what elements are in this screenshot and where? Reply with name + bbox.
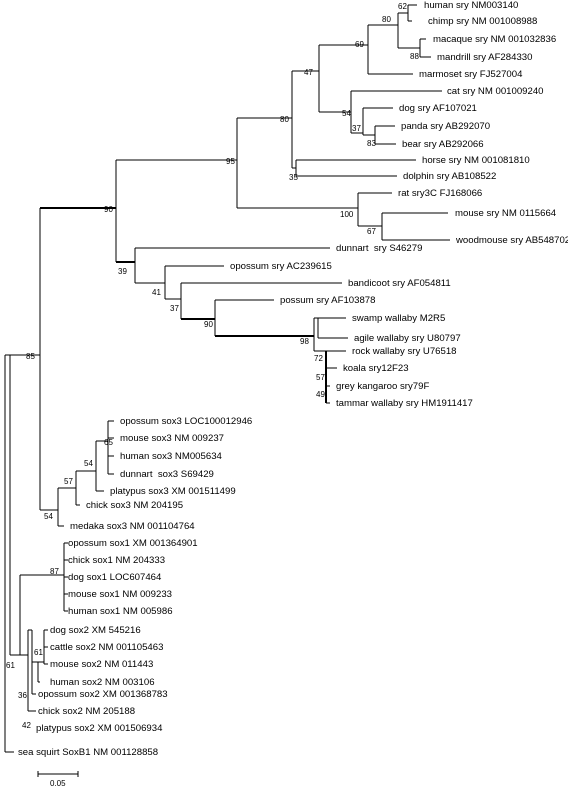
taxon-label-grey-kangaroo: grey kangaroo sry79F bbox=[336, 381, 429, 392]
support-value: 35 bbox=[289, 173, 298, 182]
taxon-label-dog-sox1: dog sox1 LOC607464 bbox=[68, 572, 162, 583]
taxon-label-medaka-sox3: medaka sox3 NM 001104764 bbox=[70, 521, 195, 532]
taxon-label-horse-sry: horse sry NM 001081810 bbox=[422, 155, 530, 166]
support-value: 49 bbox=[316, 390, 325, 399]
support-value: 65 bbox=[104, 438, 113, 447]
tree-branches bbox=[4, 4, 450, 753]
support-value: 67 bbox=[367, 227, 376, 236]
support-value: 87 bbox=[50, 567, 59, 576]
taxon-label-cattle-sox2: cattle sox2 NM 001105463 bbox=[50, 642, 163, 653]
taxon-label-marmoset-sry: marmoset sry FJ527004 bbox=[419, 69, 523, 80]
support-value: 88 bbox=[410, 52, 419, 61]
taxon-labels: human sry NM003140 chimp sry NM 00100898… bbox=[18, 0, 568, 758]
support-value: 90 bbox=[204, 320, 213, 329]
support-value: 100 bbox=[340, 210, 354, 219]
taxon-label-opossum-sox1: opossum sox1 XM 001364901 bbox=[68, 538, 198, 549]
taxon-label-mouse-sry: mouse sry NM 0115664 bbox=[455, 208, 557, 219]
taxon-label-macaque-sry: macaque sry NM 001032836 bbox=[433, 34, 556, 45]
taxon-label-mouse-sox2: mouse sox2 NM 011443 bbox=[50, 659, 153, 670]
support-value: 39 bbox=[118, 267, 127, 276]
support-values: 62 80 88 69 47 54 37 83 80 35 95 100 67 … bbox=[6, 2, 419, 730]
taxon-label-swamp-wallaby: swamp wallaby M2R5 bbox=[352, 313, 445, 324]
taxon-label-human-sry: human sry NM003140 bbox=[424, 0, 518, 11]
taxon-label-human-sox3: human sox3 NM005634 bbox=[120, 451, 223, 462]
support-value: 37 bbox=[352, 124, 361, 133]
scale-bar-label: 0.05 bbox=[50, 779, 66, 788]
taxon-label-sea-squirt: sea squirt SoxB1 NM 001128858 bbox=[18, 747, 158, 758]
support-value: 80 bbox=[382, 15, 391, 24]
taxon-label-possum-sry: possum sry AF103878 bbox=[280, 295, 375, 306]
taxon-label-opossum-sox2: opossum sox2 XM 001368783 bbox=[38, 689, 168, 700]
taxon-label-opossum-sry: opossum sry AC239615 bbox=[230, 261, 332, 272]
taxon-label-chick-sox1: chick sox1 NM 204333 bbox=[68, 555, 165, 566]
support-value: 85 bbox=[26, 352, 35, 361]
support-value: 41 bbox=[152, 288, 161, 297]
taxon-label-bear-sry: bear sry AB292066 bbox=[402, 139, 484, 150]
taxon-label-mouse-sox3: mouse sox3 NM 009237 bbox=[120, 433, 224, 444]
support-value: 90 bbox=[104, 205, 113, 214]
taxon-label-agile-wallaby: agile wallaby sry U80797 bbox=[354, 333, 461, 344]
support-value: 57 bbox=[316, 373, 325, 382]
support-value: 37 bbox=[170, 304, 179, 313]
taxon-label-rat-sry3c: rat sry3C FJ168066 bbox=[398, 188, 482, 199]
support-value: 80 bbox=[280, 115, 289, 124]
taxon-label-tammar-wallaby: tammar wallaby sry HM1911417 bbox=[336, 398, 473, 409]
support-value: 61 bbox=[6, 661, 15, 670]
taxon-label-mouse-sox1: mouse sox1 NM 009233 bbox=[68, 589, 172, 600]
support-value: 83 bbox=[367, 139, 376, 148]
taxon-label-dunnart-sry: dunnart sry S46279 bbox=[336, 243, 422, 254]
support-value: 54 bbox=[342, 109, 351, 118]
support-value: 54 bbox=[44, 512, 53, 521]
taxon-label-human-sox2: human sox2 NM 003106 bbox=[50, 677, 155, 688]
support-value: 42 bbox=[22, 721, 31, 730]
support-value: 95 bbox=[226, 157, 235, 166]
taxon-label-woodmouse-sry: woodmouse sry AB548702 bbox=[455, 235, 568, 246]
taxon-label-cat-sry: cat sry NM 001009240 bbox=[447, 86, 544, 97]
taxon-label-rock-wallaby: rock wallaby sry U76518 bbox=[352, 346, 457, 357]
taxon-label-panda-sry: panda sry AB292070 bbox=[401, 121, 490, 132]
taxon-label-chimp-sry: chimp sry NM 001008988 bbox=[428, 16, 537, 27]
taxon-label-bandicoot-sry: bandicoot sry AF054811 bbox=[348, 278, 451, 289]
taxon-label-mandrill-sry: mandrill sry AF284330 bbox=[437, 52, 532, 63]
support-value: 98 bbox=[300, 337, 309, 346]
support-value: 36 bbox=[18, 691, 27, 700]
taxon-label-platypus-sox3: platypus sox3 XM 001511499 bbox=[110, 486, 236, 497]
taxon-label-dunnart-sox3: dunnart sox3 S69429 bbox=[120, 469, 214, 480]
taxon-label-koala-sry: koala sry12F23 bbox=[343, 363, 409, 374]
support-value: 62 bbox=[398, 2, 407, 11]
support-value: 54 bbox=[84, 459, 93, 468]
taxon-label-chick-sox2: chick sox2 NM 205188 bbox=[38, 706, 135, 717]
taxon-label-chick-sox3: chick sox3 NM 204195 bbox=[86, 500, 183, 511]
support-value: 61 bbox=[34, 648, 43, 657]
support-value: 47 bbox=[304, 68, 313, 77]
taxon-label-opossum-sox3: opossum sox3 LOC100012946 bbox=[120, 416, 252, 427]
taxon-label-dog-sry: dog sry AF107021 bbox=[399, 103, 477, 114]
taxon-label-dolphin-sry: dolphin sry AB108522 bbox=[403, 171, 496, 182]
taxon-label-dog-sox2: dog sox2 XM 545216 bbox=[50, 625, 141, 636]
support-value: 72 bbox=[314, 354, 323, 363]
support-value: 57 bbox=[64, 477, 73, 486]
support-value: 69 bbox=[355, 40, 364, 49]
scale-bar: 0.05 bbox=[37, 771, 79, 788]
taxon-label-human-sox1: human sox1 NM 005986 bbox=[68, 606, 173, 617]
taxon-label-platypus-sox2: platypus sox2 XM 001506934 bbox=[36, 723, 163, 734]
